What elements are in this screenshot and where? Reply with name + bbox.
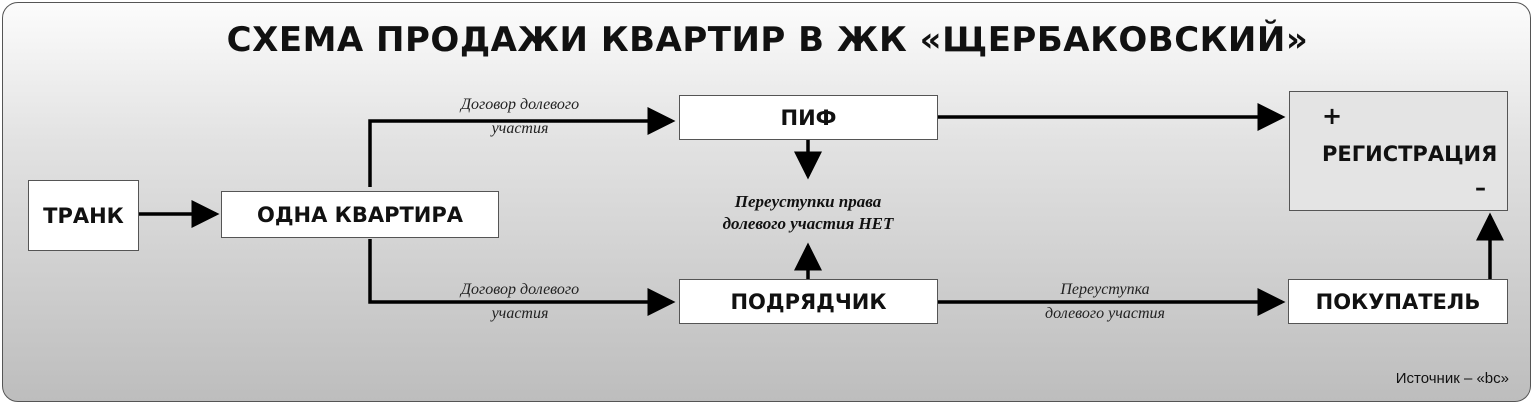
diagram-title: СХЕМА ПРОДАЖИ КВАРТИР В ЖК «ЩЕРБАКОВСКИЙ… — [226, 20, 1309, 60]
arrow-odna-to-pif — [368, 107, 676, 187]
edge-label-pereustupka: Переуступка долевого участия — [1045, 281, 1165, 322]
node-registraciya: + РЕГИСТРАЦИЯ – — [1289, 91, 1508, 211]
registraciya-plus: + — [1322, 102, 1343, 130]
edge-label-ddu-bottom: Договор долевого участия — [460, 281, 580, 322]
edge-label-ddu-top: Договор долевого участия — [460, 96, 580, 137]
node-odna-kvartira: ОДНА КВАРТИРА — [221, 191, 499, 238]
node-pif: ПИФ — [679, 95, 938, 140]
node-pokupatel: ПОКУПАТЕЛЬ — [1288, 279, 1508, 324]
note-no-reassignment: Переуступки права долевого участия НЕТ — [722, 192, 894, 233]
arrow-odna-to-podryadchik — [368, 239, 676, 316]
node-trank: ТРАНК — [28, 180, 139, 251]
registraciya-label: РЕГИСТРАЦИЯ — [1322, 142, 1498, 166]
node-podryadchik: ПОДРЯДЧИК — [679, 279, 938, 324]
source-caption: Источник – «bc» — [1395, 370, 1509, 387]
registraciya-minus: – — [1475, 176, 1486, 201]
